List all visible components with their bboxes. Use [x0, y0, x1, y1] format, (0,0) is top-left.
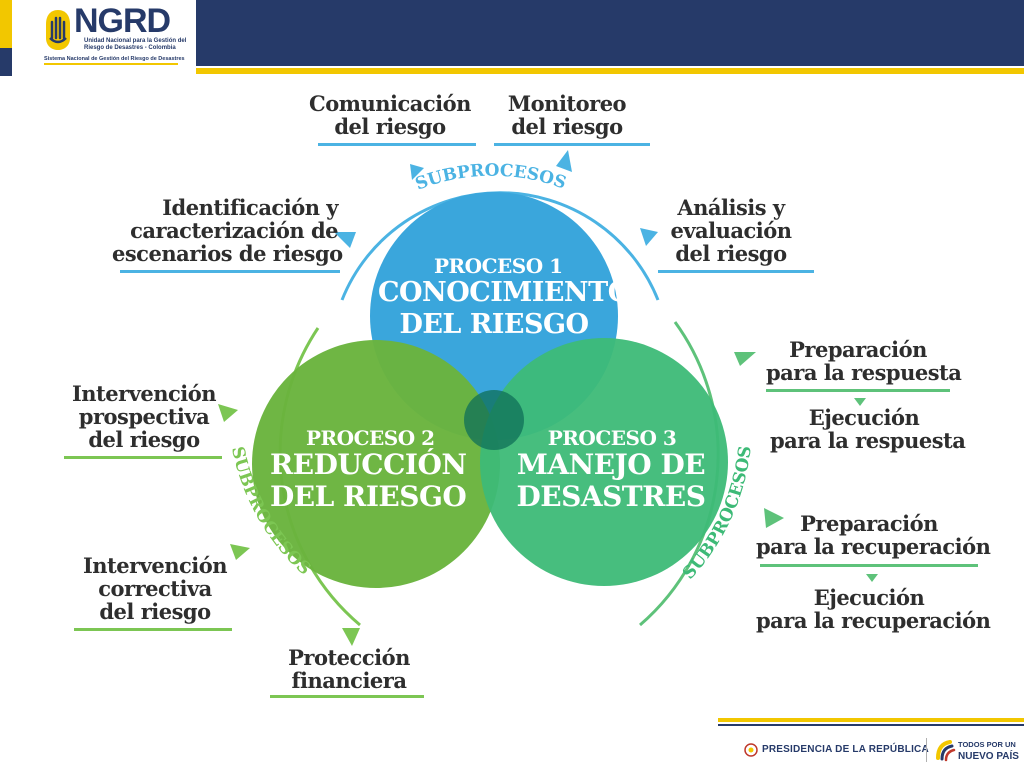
- arc-label-top-path: SUBPROCESOS: [413, 161, 569, 195]
- presidencia-seal-icon: [744, 743, 758, 757]
- underline-prospectiva: [64, 456, 222, 459]
- nuevo-pais-logo-icon: [934, 738, 956, 762]
- label-monitoreo-line-2: del riesgo: [511, 114, 623, 139]
- label-prep-respuesta: Preparación para la respuesta: [766, 337, 962, 385]
- arrow-ejec-recuperacion: [866, 574, 878, 582]
- label-prep-respuesta-line-1: Preparación: [789, 337, 927, 362]
- process-3-title-line-1: MANEJO DE: [516, 448, 706, 481]
- arrow-ejec-respuesta: [854, 398, 866, 406]
- label-proteccion: Protección financiera: [276, 646, 422, 692]
- label-prospectiva-line-2: prospectiva: [78, 404, 210, 429]
- label-ejec-respuesta: Ejecución para la respuesta: [770, 405, 966, 453]
- arrow-monitoreo: [556, 150, 572, 172]
- label-prep-recuperacion-line-2: para la recuperación: [756, 534, 991, 559]
- label-prospectiva: Intervención prospectiva del riesgo: [64, 382, 224, 451]
- label-identificacion-line-2: caracterización de: [130, 218, 338, 243]
- label-identificacion-line-1: Identificación y: [162, 195, 338, 220]
- logo-underline: [44, 63, 178, 65]
- arrow-prospectiva: [218, 404, 238, 422]
- process-2-title-line-1: REDUCCIÓN: [270, 448, 467, 481]
- label-correctiva: Intervención correctiva del riesgo: [74, 554, 236, 623]
- underline-prep-respuesta: [766, 389, 950, 392]
- header-yellow-stripe: [196, 68, 1024, 74]
- label-analisis-line-1: Análisis y: [677, 195, 785, 220]
- underline-comunicacion: [318, 143, 476, 146]
- label-prospectiva-line-1: Intervención: [71, 381, 217, 406]
- process-1-number: PROCESO 1: [434, 254, 563, 278]
- label-identificacion-line-3: escenarios de riesgo: [112, 241, 343, 266]
- process-3-number: PROCESO 3: [547, 426, 677, 450]
- process-2-number: PROCESO 2: [306, 426, 435, 450]
- label-analisis-line-2: evaluación: [670, 218, 792, 243]
- arrow-comunicacion: [410, 164, 424, 180]
- logo-subtitle-line-2: Riesgo de Desastres - Colombia: [84, 45, 176, 51]
- arrow-prep-recuperacion: [764, 508, 784, 528]
- label-ejec-recuperacion-line-1: Ejecución: [813, 585, 925, 610]
- arc-label-top: SUBPROCESOS: [413, 161, 569, 195]
- logo-title: NGRD: [74, 2, 171, 40]
- header-bar: [196, 0, 1024, 66]
- label-proteccion-line-2: financiera: [291, 668, 407, 693]
- process-2-title-line-2: DEL RIESGO: [270, 480, 467, 513]
- label-correctiva-line-3: del riesgo: [99, 599, 211, 624]
- process-3-title-line-2: DESASTRES: [516, 480, 706, 513]
- label-monitoreo-line-1: Monitoreo: [507, 91, 627, 116]
- label-ejec-recuperacion: Ejecución para la recuperación: [756, 585, 991, 633]
- label-prep-recuperacion: Preparación para la recuperación: [756, 511, 991, 559]
- underline-prep-recuperacion: [760, 564, 978, 567]
- underline-proteccion: [270, 695, 424, 698]
- arrow-proteccion: [342, 628, 360, 646]
- label-analisis-line-3: del riesgo: [675, 241, 787, 266]
- footer-navy-line: [718, 724, 1024, 726]
- label-monitoreo: Monitoreo del riesgo: [492, 92, 642, 138]
- nuevo-pais-label: NUEVO PAÍS: [958, 751, 1019, 762]
- circle-manejo: [480, 338, 728, 586]
- underline-analisis: [658, 270, 814, 273]
- logo-subtitle-line-1: Unidad Nacional para la Gestión del: [84, 38, 187, 44]
- presidencia-label: PRESIDENCIA DE LA REPÚBLICA: [762, 744, 929, 755]
- label-prep-respuesta-line-2: para la respuesta: [766, 360, 962, 385]
- label-analisis: Análisis y evaluación del riesgo: [664, 196, 798, 265]
- footer-yellow-line: [718, 718, 1024, 722]
- label-comunicacion-line-2: del riesgo: [334, 114, 446, 139]
- arrow-prep-respuesta: [734, 352, 756, 366]
- label-correctiva-line-1: Intervención: [82, 553, 228, 578]
- process-1-title-line-2: DEL RIESGO: [399, 309, 589, 340]
- label-identificacion: Identificación y caracterización de esce…: [112, 195, 343, 266]
- label-comunicacion-line-1: Comunicación: [309, 91, 471, 116]
- header-accent-navy: [0, 48, 12, 76]
- arrow-analisis: [640, 228, 658, 246]
- underline-identificacion: [120, 270, 340, 273]
- label-ejec-recuperacion-line-2: para la recuperación: [756, 608, 991, 633]
- todos-por-un-label: TODOS POR UN: [958, 740, 1016, 749]
- arrow-correctiva: [230, 544, 250, 560]
- logo-subtitle: Unidad Nacional para la Gestión del Ries…: [84, 38, 186, 52]
- label-ejec-respuesta-line-1: Ejecución: [808, 405, 920, 430]
- process-1-title-line-1: CONOCIMIENTO: [378, 277, 631, 308]
- overlap-center: [464, 390, 524, 450]
- label-proteccion-line-1: Protección: [288, 645, 410, 670]
- label-prospectiva-line-3: del riesgo: [88, 427, 200, 452]
- underline-correctiva: [74, 628, 232, 631]
- logo-emblem-icon: [44, 8, 72, 52]
- label-ejec-respuesta-line-2: para la respuesta: [770, 428, 966, 453]
- arrow-identificacion: [334, 232, 356, 248]
- circle-reduccion: [252, 340, 500, 588]
- label-comunicacion: Comunicación del riesgo: [300, 92, 480, 138]
- header-accent-yellow: [0, 0, 12, 48]
- label-correctiva-line-2: correctiva: [98, 576, 212, 601]
- footer-divider: [926, 738, 927, 762]
- underline-monitoreo: [494, 143, 650, 146]
- logo-system-name: Sistema Nacional de Gestión del Riesgo d…: [44, 56, 185, 62]
- label-prep-recuperacion-line-1: Preparación: [800, 511, 938, 536]
